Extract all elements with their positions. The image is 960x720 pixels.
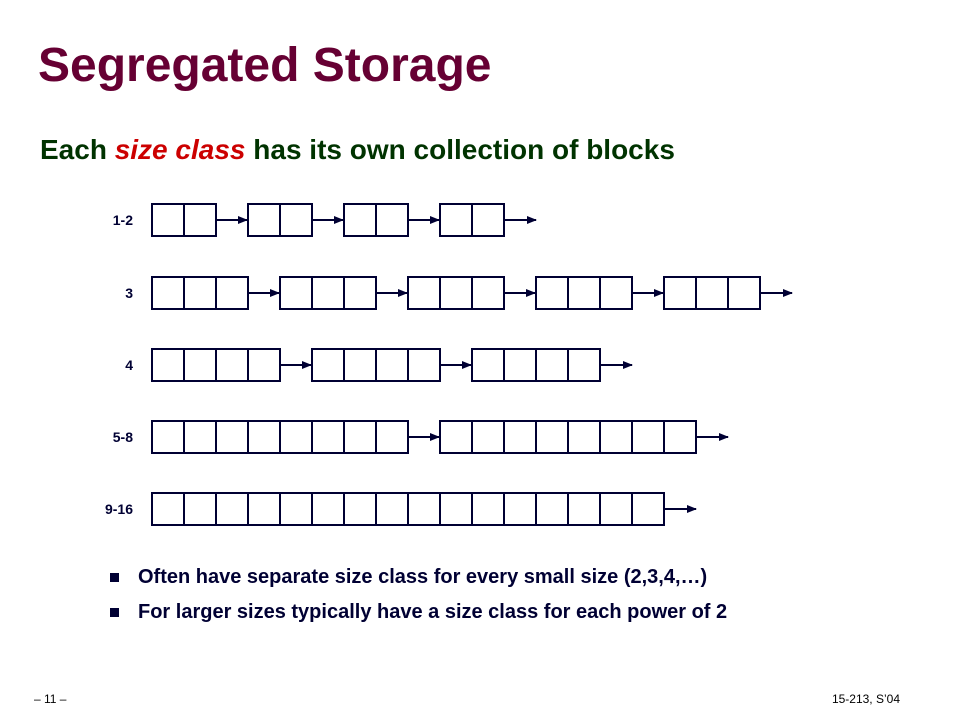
subtitle-suffix: has its own collection of blocks [245, 134, 675, 165]
slide-title: Segregated Storage [38, 39, 492, 92]
memory-block [439, 203, 505, 237]
memory-block [311, 348, 441, 382]
block-outline [279, 276, 377, 310]
memory-block [663, 276, 761, 310]
slide-subtitle: Each size class has its own collection o… [40, 134, 675, 166]
subtitle-prefix: Each [40, 134, 115, 165]
memory-block [151, 276, 249, 310]
memory-block [439, 420, 697, 454]
size-class-label: 1-2 [113, 212, 133, 228]
course-footer: 15-213, S’04 [831, 692, 900, 706]
block-outline [407, 276, 505, 310]
bullet-list: Often have separate size class for every… [108, 562, 727, 632]
block-outline [663, 276, 761, 310]
memory-block [151, 420, 409, 454]
square-bullet-icon [110, 608, 119, 617]
memory-block [247, 203, 313, 237]
memory-block [407, 276, 505, 310]
block-outline [535, 276, 633, 310]
memory-block [279, 276, 377, 310]
bullet-text: For larger sizes typically have a size c… [138, 601, 728, 623]
subtitle-highlight: size class [114, 134, 246, 165]
bullet-text: Often have separate size class for every… [138, 566, 708, 588]
memory-block [471, 348, 601, 382]
size-class-label: 5-8 [113, 429, 133, 445]
memory-block [151, 203, 217, 237]
bullet-item: Often have separate size class for every… [108, 562, 727, 597]
memory-block [535, 276, 633, 310]
memory-block [343, 203, 409, 237]
memory-block [151, 492, 665, 526]
block-outline [151, 276, 249, 310]
page-number: – 11 – [34, 692, 67, 706]
size-class-label: 9-16 [105, 501, 133, 517]
size-class-label: 3 [125, 285, 133, 301]
square-bullet-icon [110, 573, 119, 582]
memory-block [151, 348, 281, 382]
size-class-label: 4 [125, 357, 133, 373]
bullet-item: For larger sizes typically have a size c… [108, 597, 727, 632]
